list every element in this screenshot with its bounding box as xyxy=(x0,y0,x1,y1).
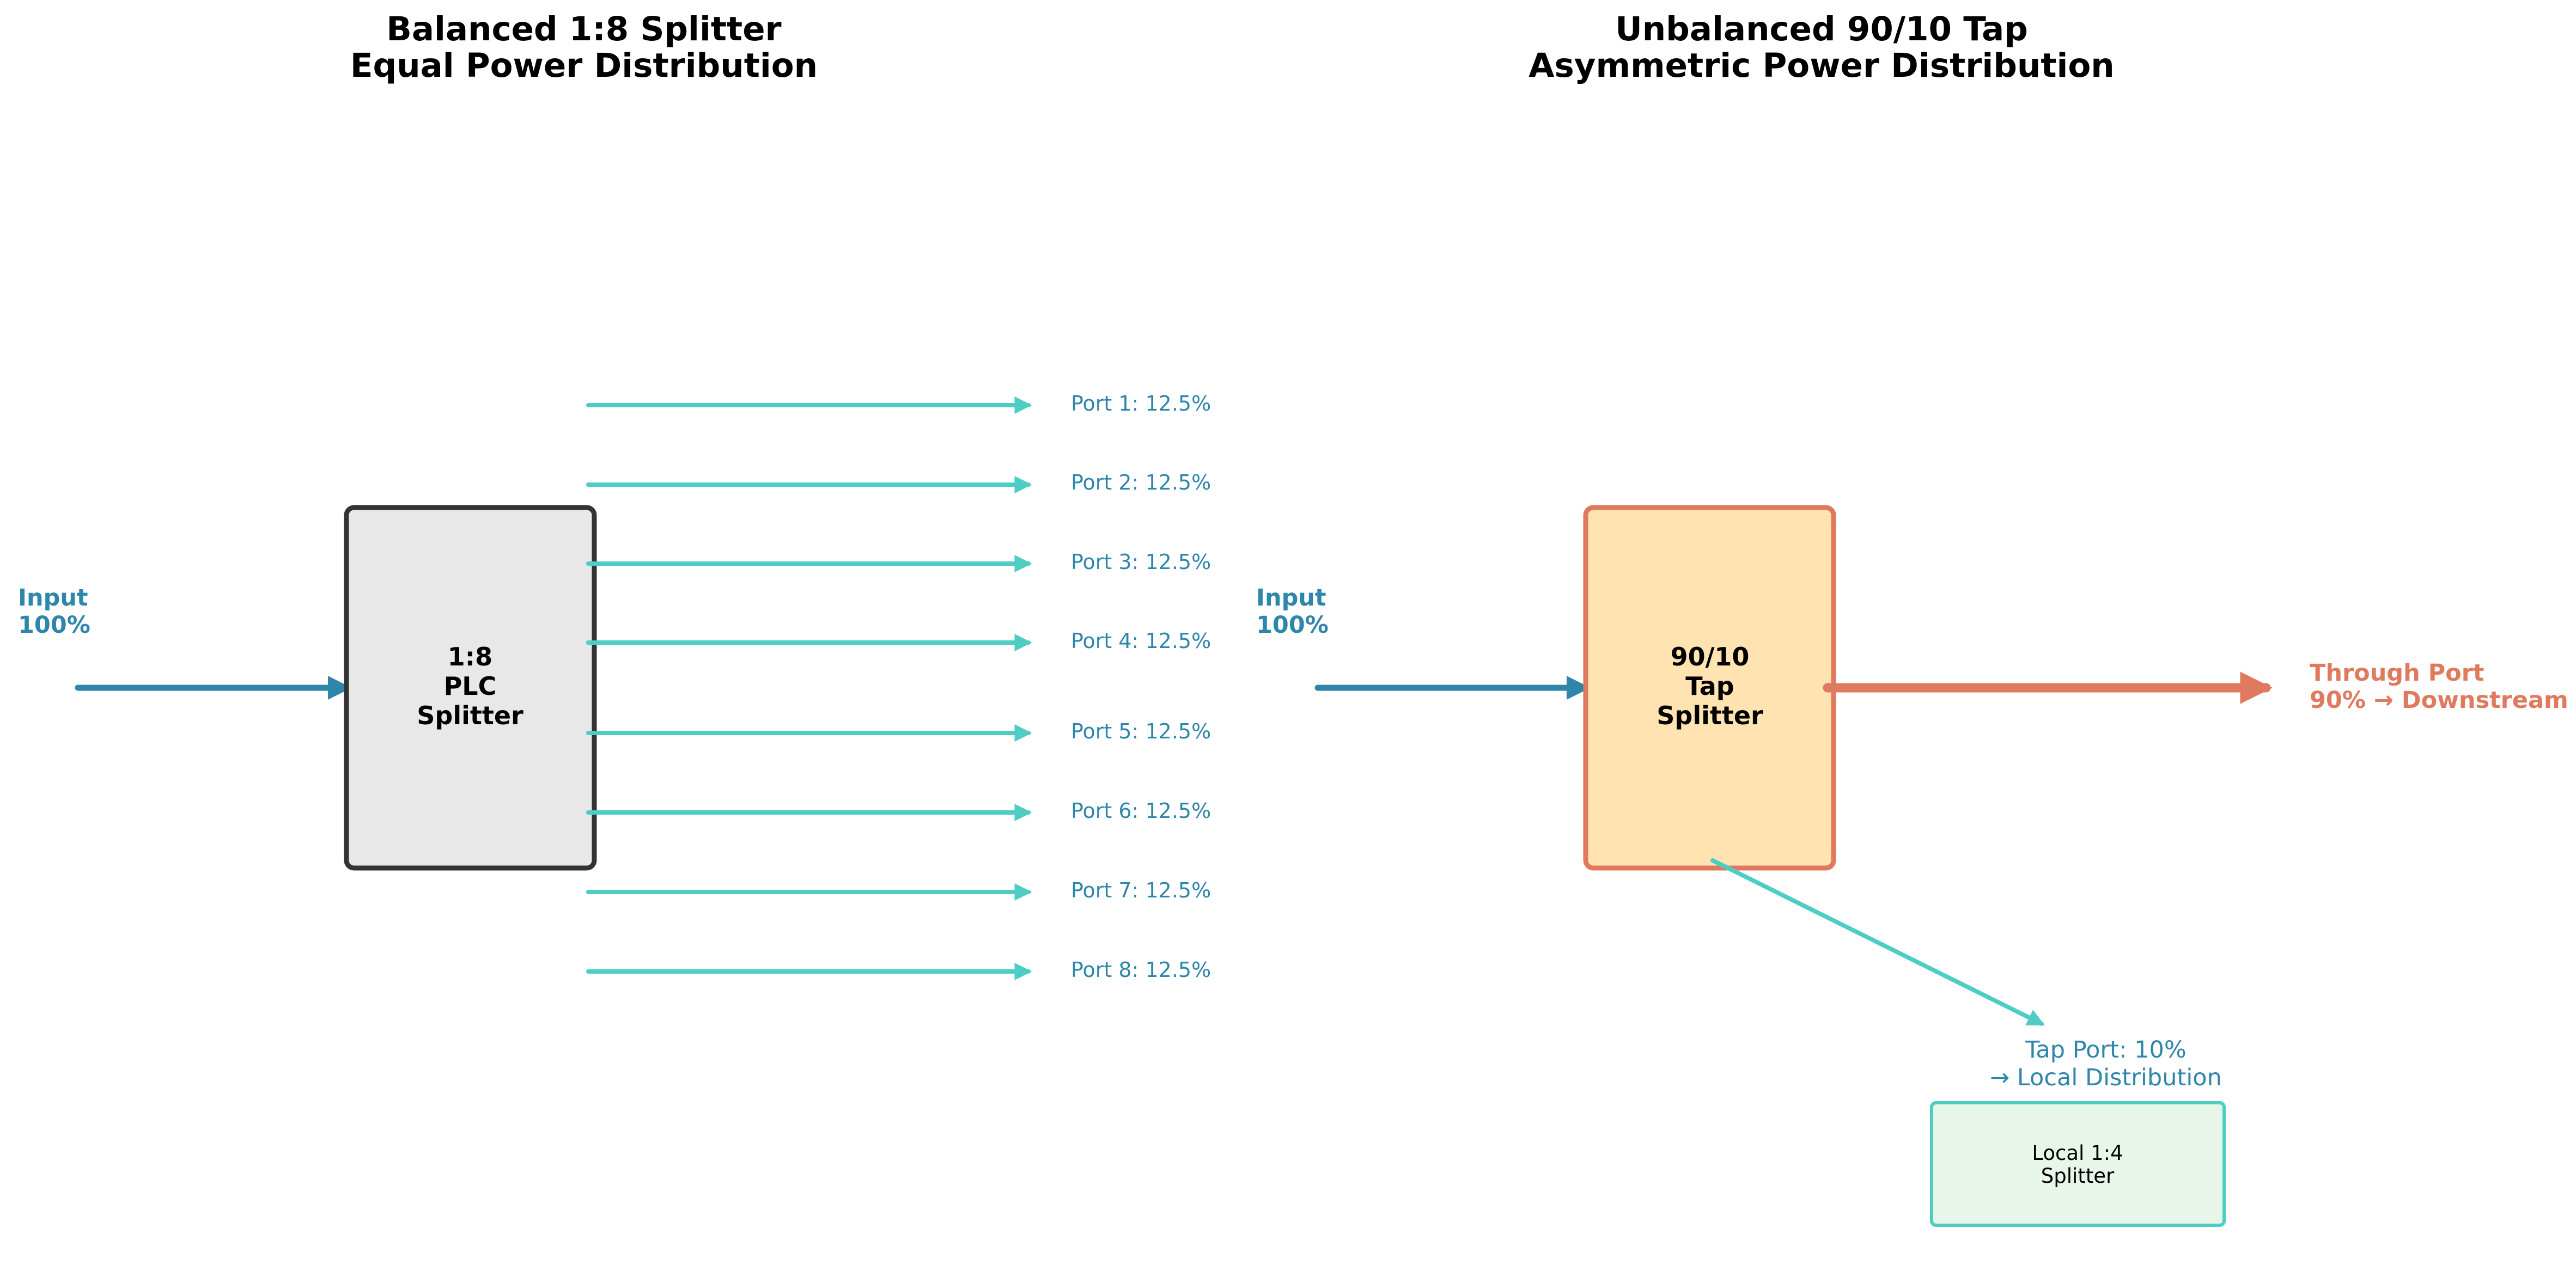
unbalanced-title-line2: Asymmetric Power Distribution xyxy=(1528,46,2114,85)
port-label-7: Port 7: 12.5% xyxy=(1071,878,1211,902)
port-arrows xyxy=(586,396,1032,980)
tap-port-arrow xyxy=(1710,858,2045,1026)
tap-splitter-label-line1: 90/10 xyxy=(1671,642,1750,671)
tap-port-label-line1: Tap Port: 10% xyxy=(2025,1036,2186,1064)
unbalanced-input-label-line2: 100% xyxy=(1256,612,1329,639)
local-splitter-label-line2: Splitter xyxy=(2041,1164,2115,1188)
tap-splitter-label-line2: Tap xyxy=(1685,671,1734,701)
balanced-input-label-line1: Input xyxy=(18,584,88,612)
local-splitter-box xyxy=(1930,1101,2226,1227)
port-label-3: Port 3: 12.5% xyxy=(1071,550,1211,574)
plc-splitter-label-line2: PLC xyxy=(444,671,497,701)
plc-splitter-box xyxy=(344,505,597,871)
port-labels: Port 1: 12.5% Port 2: 12.5% Port 3: 12.5… xyxy=(1071,392,1211,982)
plc-splitter-label-line3: Splitter xyxy=(417,701,523,730)
through-port-label-line2: 90% → Downstream xyxy=(2310,687,2568,714)
plc-splitter-label-line1: 1:8 xyxy=(448,642,492,671)
port-label-5: Port 5: 12.5% xyxy=(1071,719,1211,743)
unbalanced-panel: Unbalanced 90/10 Tap Asymmetric Power Di… xyxy=(1256,10,2568,1227)
port-label-8: Port 8: 12.5% xyxy=(1071,958,1211,982)
unbalanced-title-line1: Unbalanced 90/10 Tap xyxy=(1615,10,2028,48)
tap-splitter-label-line3: Splitter xyxy=(1657,701,1763,730)
balanced-input-label-line2: 100% xyxy=(18,612,90,639)
port-label-2: Port 2: 12.5% xyxy=(1071,470,1211,494)
port-label-1: Port 1: 12.5% xyxy=(1071,392,1211,415)
through-port-label-line1: Through Port xyxy=(2310,659,2484,687)
balanced-title-line2: Equal Power Distribution xyxy=(350,46,818,85)
balanced-title-line1: Balanced 1:8 Splitter xyxy=(386,10,781,48)
port-label-4: Port 4: 12.5% xyxy=(1071,629,1211,653)
balanced-panel: Balanced 1:8 Splitter Equal Power Distri… xyxy=(18,10,1211,982)
tap-port-label-line2: → Local Distribution xyxy=(1990,1064,2222,1091)
local-splitter-label-line1: Local 1:4 xyxy=(2032,1141,2123,1165)
unbalanced-input-label-line1: Input xyxy=(1256,584,1326,612)
port-label-6: Port 6: 12.5% xyxy=(1071,799,1211,823)
